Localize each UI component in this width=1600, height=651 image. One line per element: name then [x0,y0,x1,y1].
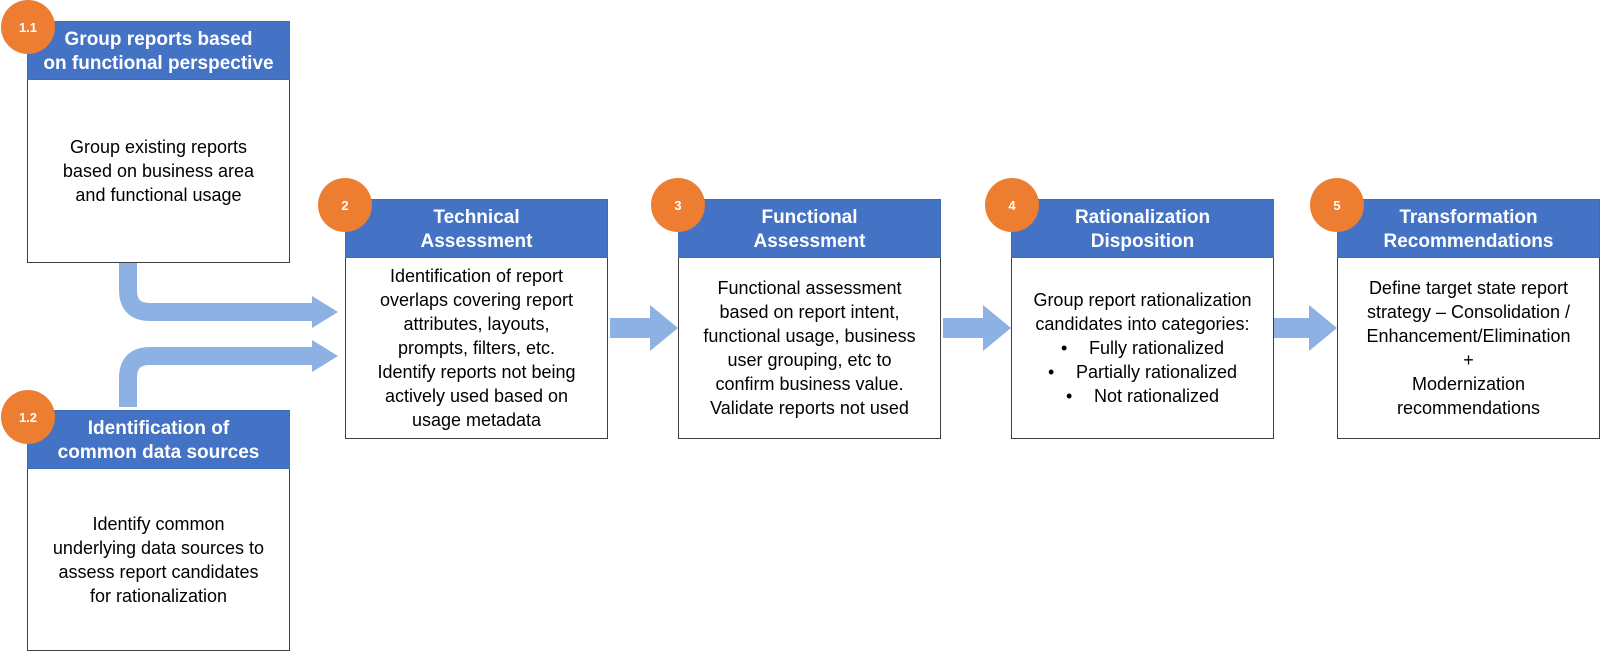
arrowhead-1-2-to-2 [312,340,338,372]
step-5-body-line: + [1463,350,1474,370]
step-1-1-number-badge: 1.1 [1,0,55,54]
step-1-1-body: Group existing reports based on business… [27,80,290,263]
step-2-number-badge: 2 [318,178,372,232]
step-2-body-line: usage metadata [411,410,542,430]
arrow-4-to-5 [1269,305,1337,351]
step-1-1-body-line: Group existing reports [69,137,248,157]
step-2-body: Identification of report overlaps coveri… [345,258,608,439]
bullet-text: Not rationalized [1093,386,1220,406]
step-5-body-line: Enhancement/Elimination [1366,326,1571,346]
arrow-2-to-3 [610,305,678,351]
step-4-body-line: candidates into categories: [1035,314,1250,334]
step-4-bullet-item: • Partially rationalized [1048,360,1237,384]
arrowhead-1-1-to-2 [312,296,338,328]
step-2-body-line: Identification of report [389,266,564,286]
connector-1-1-to-2 [119,263,312,321]
step-1-2-title-line: common data sources [57,441,260,463]
step-1-2-body-line: underlying data sources to [52,537,265,558]
step-4-box: Rationalization Disposition Group report… [1011,199,1274,439]
step-4-body-line: Group report rationalization [1033,290,1252,310]
step-5-body-line: Modernization [1411,374,1526,394]
step-1-2-box: Identification of common data sources Id… [27,410,290,651]
step-1-2-body: Identify common underlying data sources … [27,469,290,651]
step-2-title-line: Assessment [420,230,533,252]
step-1-1-body-line: based on business area [62,161,255,181]
step-1-2-number-badge: 1.2 [1,390,55,444]
step-1-2-body-line: Identify common [92,513,225,534]
step-5-title-line: Recommendations [1383,230,1554,252]
step-5-box: Transformation Recommendations Define ta… [1337,199,1600,439]
bullet-icon: • [1047,362,1055,382]
arrow-3-to-4 [943,305,1011,351]
step-3-body: Functional assessment based on report in… [678,258,941,439]
bullet-text: Partially rationalized [1075,362,1238,382]
step-5-title-line: Transformation [1399,206,1538,228]
step-1-1-body-line: and functional usage [75,185,242,205]
step-4-header: Rationalization Disposition [1011,199,1274,258]
step-5-body-line: strategy – Consolidation / [1366,302,1571,322]
step-1-2-body-line: for rationalization [89,585,228,606]
step-1-1-title-line: on functional perspective [43,52,274,74]
step-2-body-line: attributes, layouts, [403,314,550,334]
step-5-body: Define target state report strategy – Co… [1337,258,1600,439]
step-4-title-line: Disposition [1090,230,1195,252]
step-2-body-line: actively used based on [384,386,569,406]
step-1-1-box: Group reports based on functional perspe… [27,21,290,263]
step-1-2-title-line: Identification of [87,417,230,439]
connector-1-2-to-2 [119,347,312,407]
step-4-number-badge: 4 [985,178,1039,232]
step-4-bullet-item: • Fully rationalized [1061,336,1224,360]
step-3-body-line: based on report intent, [719,302,900,322]
step-5-body-line: recommendations [1396,398,1541,418]
step-4-body: Group report rationalization candidates … [1011,258,1274,439]
step-5-header: Transformation Recommendations [1337,199,1600,258]
step-3-body-line: Functional assessment [717,278,902,298]
step-4-bullet-item: • Not rationalized [1066,384,1219,408]
step-2-title-line: Technical [433,206,520,228]
step-1-2-body-line: assess report candidates [58,561,259,582]
step-3-body-line: confirm business value. [715,374,904,394]
step-3-box: Functional Assessment Functional assessm… [678,199,941,439]
step-3-body-line: user grouping, etc to [727,350,892,370]
step-3-header: Functional Assessment [678,199,941,258]
step-3-body-line: Validate reports not used [710,398,909,418]
step-3-title-line: Assessment [753,230,866,252]
bullet-text: Fully rationalized [1088,338,1225,358]
step-1-1-title-line: Group reports based [64,28,253,50]
step-2-body-line: prompts, filters, etc. [397,338,556,358]
step-1-1-header: Group reports based on functional perspe… [27,21,290,80]
step-5-body-line: Define target state report [1368,278,1569,298]
step-2-header: Technical Assessment [345,199,608,258]
step-3-body-line: functional usage, business [703,326,916,346]
step-5-number-badge: 5 [1310,178,1364,232]
bullet-icon: • [1065,386,1073,406]
bullet-icon: • [1060,338,1068,358]
step-2-body-line: Identify reports not being [377,362,576,382]
step-2-box: Technical Assessment Identification of r… [345,199,608,439]
step-2-body-line: overlaps covering report [379,290,574,310]
step-3-title-line: Functional [761,206,858,228]
step-3-number-badge: 3 [651,178,705,232]
step-1-2-header: Identification of common data sources [27,410,290,469]
step-4-title-line: Rationalization [1074,206,1211,228]
